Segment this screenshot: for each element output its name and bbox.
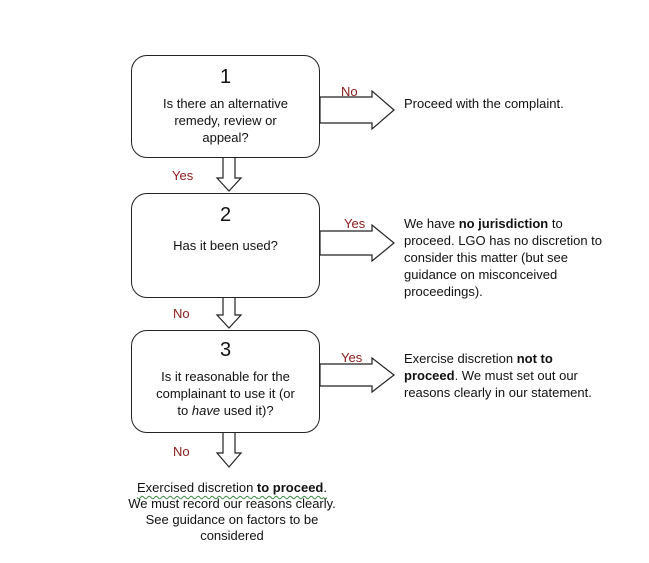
outcome-2-bold: no jurisdiction bbox=[458, 216, 549, 231]
arrow-down-1 bbox=[215, 156, 243, 192]
decision-box-3: 3 Is it reasonable for the complainant t… bbox=[131, 330, 320, 433]
outcome-3-post: . We must set out our reasons clearly in… bbox=[404, 368, 592, 400]
decision-box-2: 2 Has it been used? bbox=[131, 193, 320, 298]
label-no-1: No bbox=[341, 84, 358, 99]
outcome-3-pre: Exercise discretion bbox=[404, 351, 517, 366]
arrow-down-2 bbox=[215, 296, 243, 329]
step-number-3: 3 bbox=[219, 339, 232, 361]
question-3-part-b: used it)? bbox=[220, 403, 274, 418]
question-3-emphasis: have bbox=[191, 403, 221, 418]
outcome-not-proceed: Exercise discretion not to proceed. We m… bbox=[404, 350, 610, 401]
outcome-no-jurisdiction: We have no jurisdiction to proceed. LGO … bbox=[404, 215, 604, 300]
outcome-3-bold: not to proceed bbox=[404, 351, 553, 383]
step-number-2: 2 bbox=[219, 204, 232, 226]
label-no-3: No bbox=[173, 444, 190, 459]
label-yes-3: Yes bbox=[341, 350, 363, 365]
final-bold: to proceed bbox=[256, 480, 324, 495]
final-outcome: Exercised discretion to proceed. We must… bbox=[126, 480, 338, 544]
final-post: . bbox=[323, 480, 328, 495]
outcome-2-pre: We have bbox=[404, 216, 459, 231]
question-3: Is it reasonable for the complainant to … bbox=[151, 368, 301, 419]
decision-box-1: 1 Is there an alternative remedy, review… bbox=[131, 55, 320, 158]
label-yes-2: Yes bbox=[344, 216, 366, 231]
outcome-proceed: Proceed with the complaint. bbox=[404, 96, 564, 111]
final-headline: Exercised discretion to proceed. bbox=[137, 480, 327, 495]
final-rest: We must record our reasons clearly. See … bbox=[128, 496, 336, 543]
label-yes-1: Yes bbox=[172, 168, 194, 183]
arrow-right-1 bbox=[319, 89, 395, 131]
arrow-right-2 bbox=[319, 223, 395, 263]
step-number-1: 1 bbox=[219, 66, 232, 88]
question-3-part-a: Is it reasonable for the complainant to … bbox=[156, 369, 295, 418]
arrow-right-3 bbox=[319, 356, 395, 394]
outcome-2-post: to proceed. LGO has no discretion to con… bbox=[404, 216, 603, 299]
label-no-2: No bbox=[173, 306, 190, 321]
question-1: Is there an alternative remedy, review o… bbox=[162, 96, 289, 145]
question-2: Has it been used? bbox=[173, 238, 278, 253]
arrow-down-3 bbox=[215, 431, 243, 468]
final-pre: Exercised discretion bbox=[136, 480, 257, 495]
